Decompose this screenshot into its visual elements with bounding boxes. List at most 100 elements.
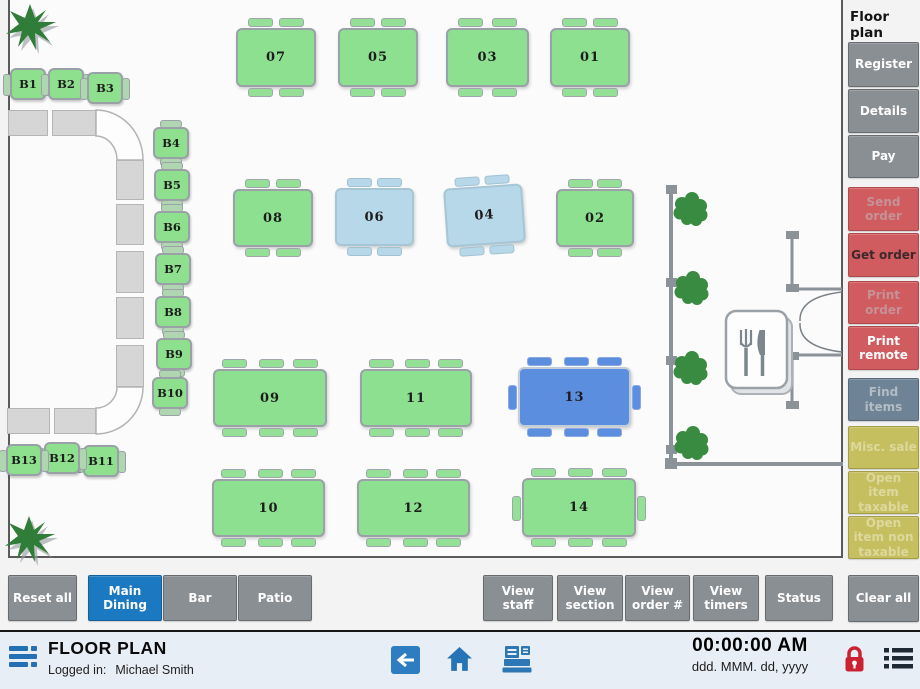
list-icon[interactable] <box>883 647 913 670</box>
lock-icon[interactable] <box>843 645 865 673</box>
table-06[interactable]: 06 <box>335 178 414 256</box>
stool-B8[interactable]: B8 <box>155 289 191 335</box>
stool-B9[interactable]: B9 <box>156 331 192 377</box>
clock: 00:00:00 AM ddd. MMM. dd, yyyy <box>686 635 814 674</box>
stool-B3[interactable]: B3 <box>80 72 130 104</box>
chair <box>222 428 247 437</box>
table-02[interactable]: 02 <box>556 179 634 257</box>
bar-counter-segment <box>116 160 144 200</box>
open-item-non-taxable-button[interactable]: Open item non taxable <box>848 516 919 559</box>
table-10[interactable]: 10 <box>212 469 325 547</box>
table-09[interactable]: 09 <box>213 359 327 437</box>
status-button[interactable]: Status <box>765 575 833 621</box>
bar-counter-segment <box>116 297 144 339</box>
chair <box>562 18 587 27</box>
table-14[interactable]: 14 <box>512 468 646 547</box>
misc-sale-button[interactable]: Misc. sale <box>848 426 919 469</box>
chair <box>459 246 485 257</box>
table-label: 14 <box>568 500 590 515</box>
back-icon[interactable] <box>391 646 420 674</box>
stool-label: B1 <box>19 77 37 91</box>
logged-in-status: Logged in:Michael Smith <box>48 663 194 677</box>
stool-B13[interactable]: B13 <box>0 444 49 476</box>
view-staff-button[interactable]: View staff <box>483 575 553 621</box>
table-label: 13 <box>564 389 585 405</box>
page-title: FLOOR PLAN <box>48 638 167 658</box>
stool-B12[interactable]: B12 <box>37 442 87 474</box>
view-order-number-button[interactable]: View order # <box>625 575 690 621</box>
table-03[interactable]: 03 <box>446 18 529 97</box>
chair <box>602 538 627 547</box>
table-08[interactable]: 08 <box>233 179 313 257</box>
chair <box>347 247 372 256</box>
table-04[interactable]: 04 <box>443 174 526 257</box>
chair <box>563 428 589 437</box>
chair <box>597 248 622 257</box>
stool-B5[interactable]: B5 <box>154 162 190 208</box>
chair <box>279 18 304 27</box>
chair <box>484 174 510 185</box>
open-item-taxable-button[interactable]: Open item taxable <box>848 471 919 514</box>
table-label: 08 <box>262 210 284 226</box>
details-button[interactable]: Details <box>848 89 919 133</box>
chair <box>405 359 430 368</box>
stool-label: B9 <box>165 347 183 361</box>
reset-all-button[interactable]: Reset all <box>8 575 77 621</box>
stool-B11[interactable]: B11 <box>76 445 126 477</box>
table-07[interactable]: 07 <box>236 18 316 97</box>
print-order-button[interactable]: Print order <box>848 281 919 324</box>
menu-icon[interactable] <box>8 644 39 670</box>
tab-patio[interactable]: Patio <box>238 575 312 621</box>
chair <box>568 248 593 257</box>
register-button[interactable]: Register <box>848 42 919 87</box>
get-order-button[interactable]: Get order <box>848 233 919 277</box>
chair <box>531 538 556 547</box>
chair <box>245 248 270 257</box>
print-remote-button[interactable]: Print remote <box>848 326 919 370</box>
clock-time: 00:00:00 AM <box>692 635 808 656</box>
panel-title: Floor plan <box>850 9 890 41</box>
bar-counter-segment <box>8 110 48 136</box>
stool-label: B11 <box>88 454 114 468</box>
stool-label: B12 <box>49 451 75 465</box>
table-label: 02 <box>584 210 606 226</box>
stool-label: B3 <box>96 81 114 95</box>
stool-label: B7 <box>164 262 182 276</box>
stool-B6[interactable]: B6 <box>154 204 190 250</box>
chair <box>531 468 556 477</box>
chair <box>350 88 375 97</box>
table-11[interactable]: 11 <box>360 359 472 437</box>
table-05[interactable]: 05 <box>338 18 418 97</box>
stool-label: B5 <box>163 178 181 192</box>
chair <box>508 385 517 410</box>
chair <box>492 88 517 97</box>
view-timers-button[interactable]: View timers <box>693 575 759 621</box>
table-label: 11 <box>405 390 427 406</box>
tab-main-dining[interactable]: Main Dining <box>88 575 162 621</box>
stool-label: B2 <box>57 77 75 91</box>
table-01[interactable]: 01 <box>550 18 630 97</box>
stool-B7[interactable]: B7 <box>155 246 191 292</box>
tab-bar[interactable]: Bar <box>163 575 237 621</box>
stool-B2[interactable]: B2 <box>41 68 91 100</box>
clear-all-button[interactable]: Clear all <box>848 575 919 622</box>
chair <box>458 88 483 97</box>
bar-counter-segment <box>116 251 144 293</box>
find-items-button[interactable]: Find items <box>848 378 919 421</box>
home-icon[interactable] <box>445 645 473 673</box>
table-label: 01 <box>579 50 601 65</box>
register-icon[interactable] <box>501 643 532 674</box>
stool-label: B13 <box>11 453 37 467</box>
pay-button[interactable]: Pay <box>848 135 919 178</box>
chair <box>221 538 246 547</box>
chair <box>293 428 318 437</box>
table-12[interactable]: 12 <box>357 469 470 547</box>
table-13[interactable]: 13 <box>508 357 641 437</box>
chair <box>438 359 463 368</box>
stool-B10[interactable]: B10 <box>152 370 188 416</box>
stool-B4[interactable]: B4 <box>153 120 189 166</box>
send-order-button[interactable]: Send order <box>848 187 919 231</box>
view-section-button[interactable]: View section <box>557 575 623 621</box>
chair <box>248 88 273 97</box>
